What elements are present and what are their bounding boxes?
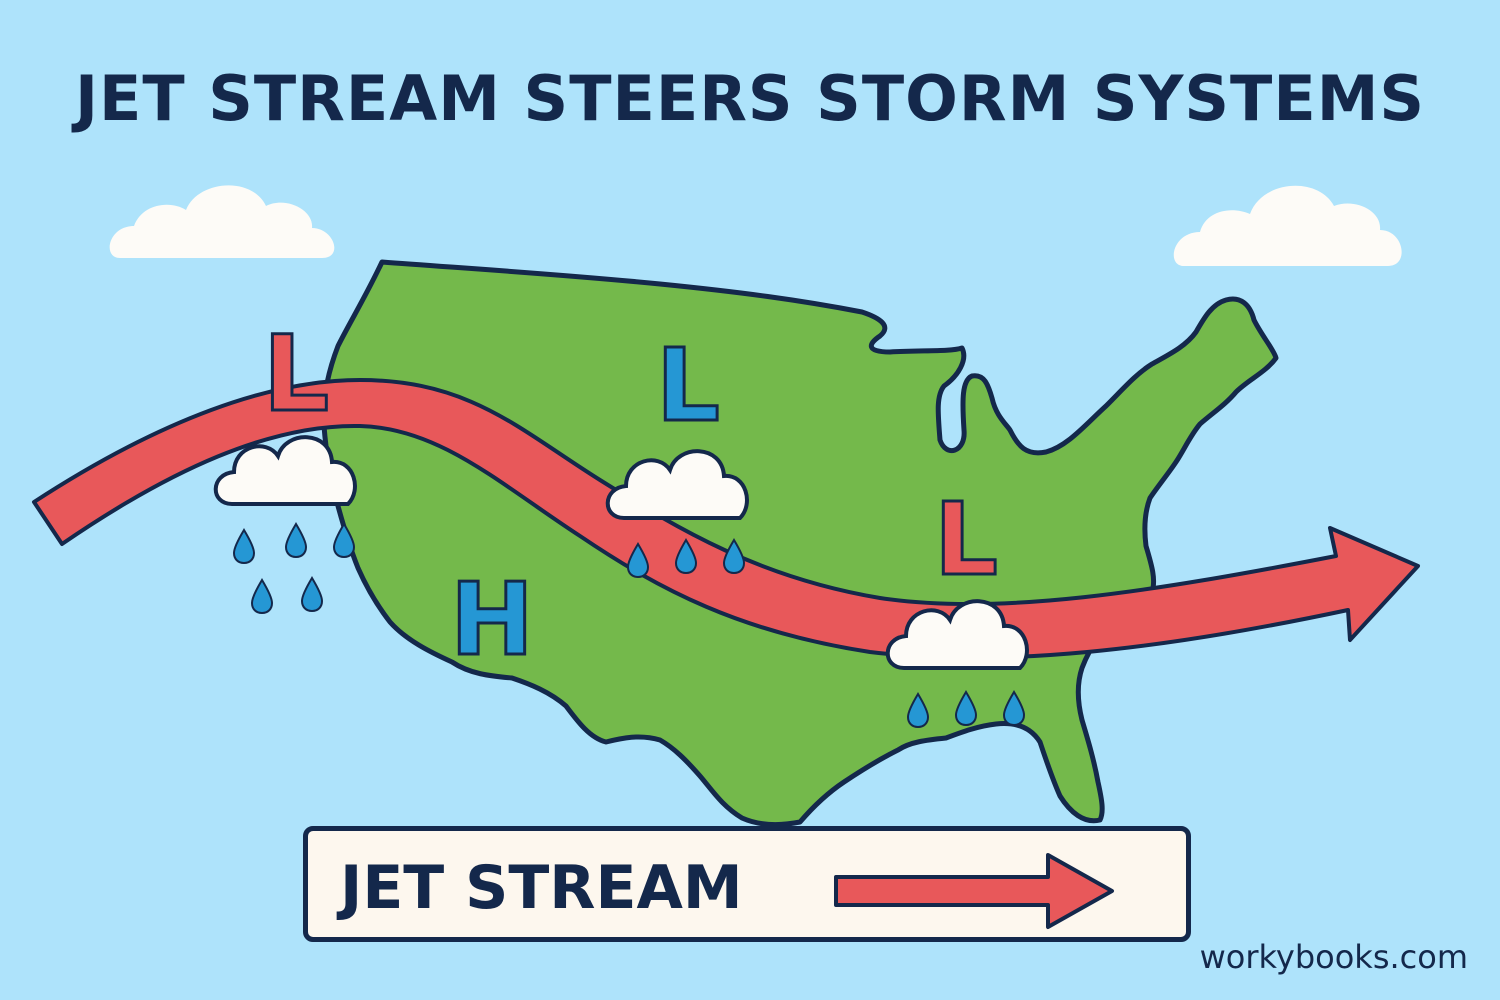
jet-stream-band <box>32 378 1420 660</box>
usa-landmass <box>321 259 1279 828</box>
low-pressure-label-west: L <box>263 313 329 435</box>
rain-drops-west <box>233 523 355 614</box>
sky-cloud-left <box>109 185 335 258</box>
site-credit: workybooks.com <box>1199 938 1468 976</box>
diagram-title: JET STREAM STEERS STORM SYSTEMS <box>74 62 1426 135</box>
sky-cloud-right <box>1173 185 1402 266</box>
legend-label: JET STREAM <box>340 853 743 923</box>
legend-arrow-icon <box>834 853 1114 929</box>
low-pressure-label-central: L <box>656 327 720 444</box>
legend-box: JET STREAM <box>303 826 1191 942</box>
high-pressure-label: H <box>450 561 534 678</box>
low-pressure-label-east: L <box>934 481 998 598</box>
